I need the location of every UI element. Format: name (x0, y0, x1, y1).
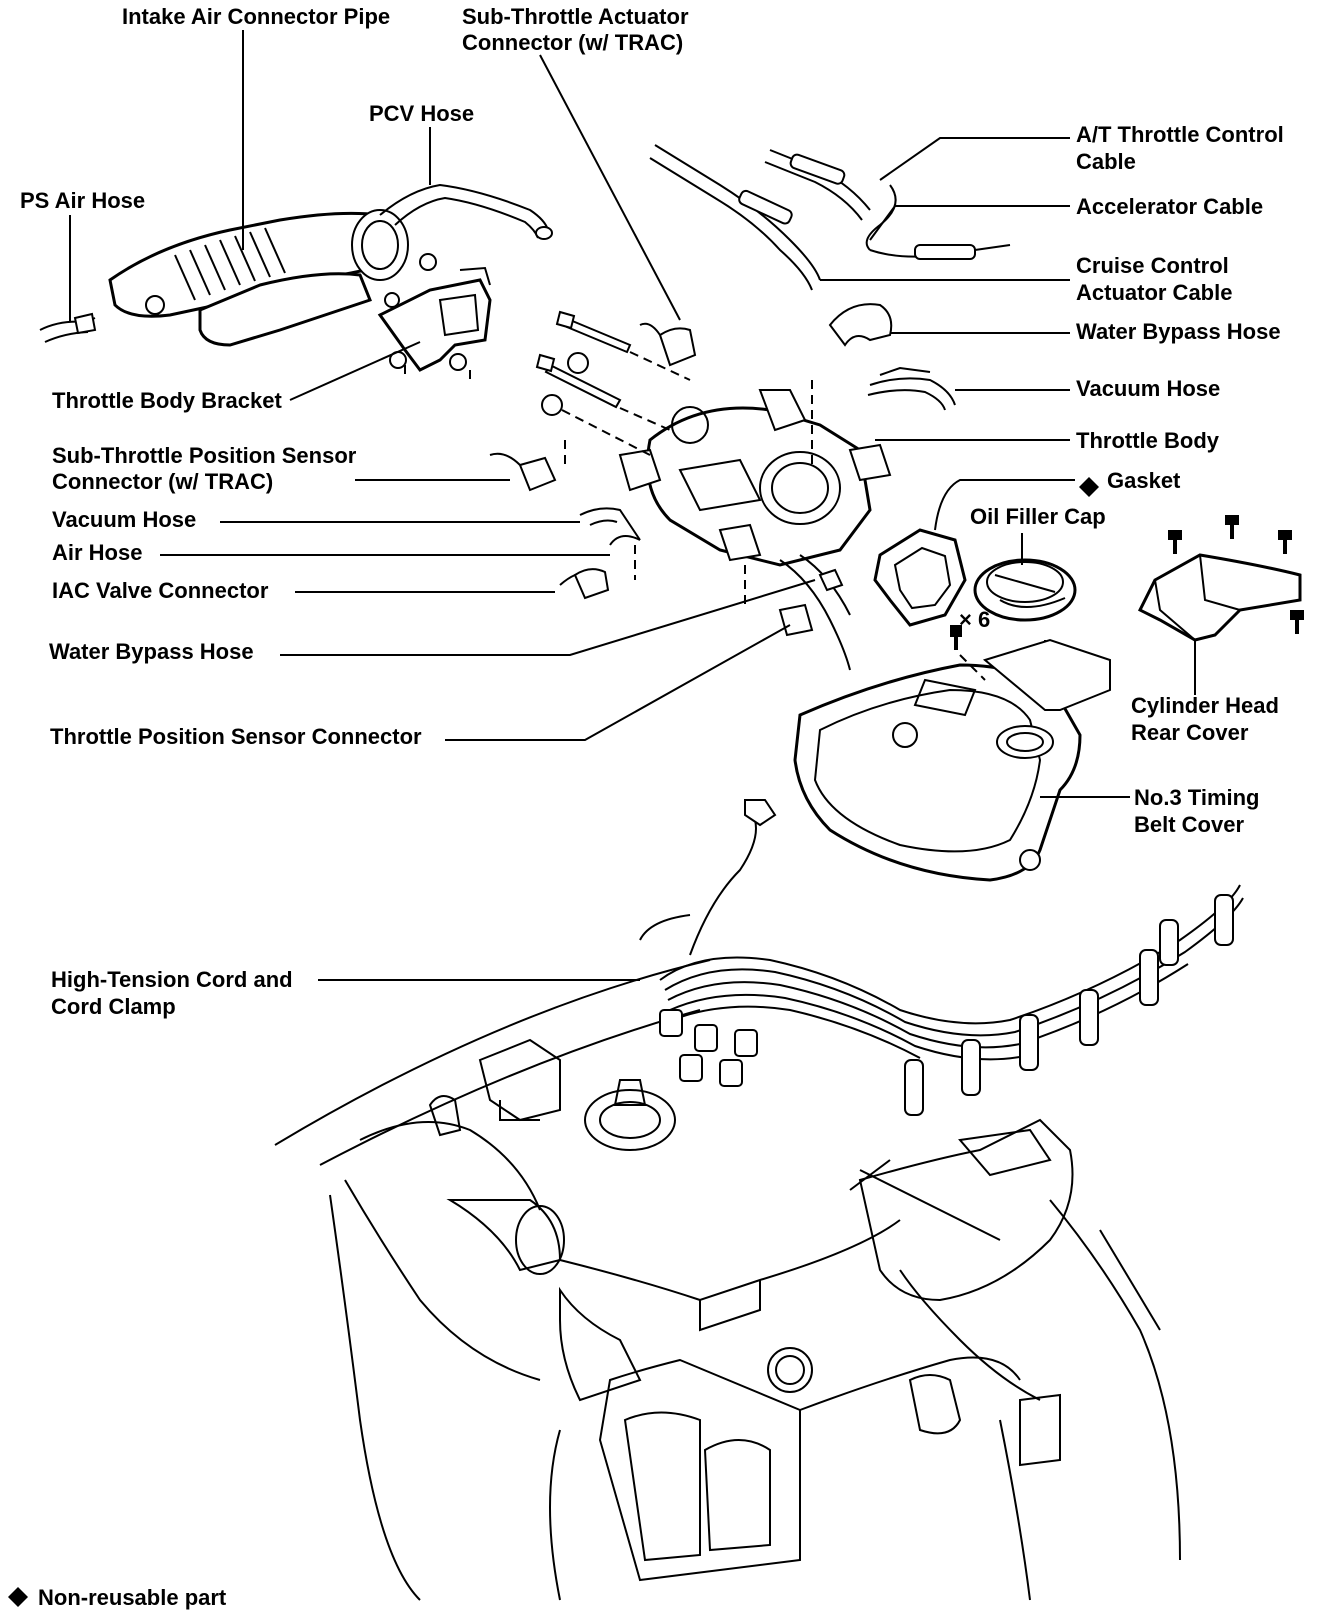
label-air-hose: Air Hose (52, 540, 142, 565)
legend-non-reusable-part: Non-reusable part (38, 1585, 227, 1610)
timing-belt-cover-drawing (793, 663, 1082, 882)
cord-clamp (659, 1009, 758, 1087)
non-reusable-diamond-icon (1079, 477, 1099, 497)
engine-bay-drawing (274, 959, 1181, 1601)
label-throttle-position-sensor-connector: Throttle Position Sensor Connector (50, 724, 422, 749)
label-no3-timing-belt-cover-line1: No.3 Timing (1134, 785, 1260, 810)
label-iac-valve-connector: IAC Valve Connector (52, 578, 269, 603)
label-sub-throttle-actuator-connector-line1: Sub-Throttle Actuator (462, 4, 689, 29)
oil-filler-cap-drawing (973, 558, 1077, 622)
label-cylinder-head-rear-cover-line1: Cylinder Head (1131, 693, 1279, 718)
throttle-body-drawing (618, 389, 892, 567)
label-accelerator-cable: Accelerator Cable (1076, 194, 1263, 219)
label-ps-air-hose: PS Air Hose (20, 188, 145, 213)
leader-lines (69, 30, 1196, 981)
label-at-throttle-control-cable-line1: A/T Throttle Control (1076, 122, 1284, 147)
labels: Intake Air Connector Pipe Sub-Throttle A… (8, 4, 1284, 1610)
label-bolt-count: × 6 (959, 607, 990, 632)
label-high-tension-cord-line2: Cord Clamp (51, 994, 176, 1019)
label-sub-throttle-actuator-connector-line2: Connector (w/ TRAC) (462, 30, 683, 55)
label-no3-timing-belt-cover-line2: Belt Cover (1134, 812, 1244, 837)
legend-diamond-icon (8, 1587, 28, 1607)
label-sub-throttle-position-sensor-connector-line1: Sub-Throttle Position Sensor (52, 443, 357, 468)
label-vacuum-hose-right: Vacuum Hose (1076, 376, 1220, 401)
label-gasket: Gasket (1107, 468, 1181, 493)
cylinder-head-rear-cover-drawing (1137, 515, 1304, 642)
label-sub-throttle-position-sensor-connector-line2: Connector (w/ TRAC) (52, 469, 273, 494)
label-throttle-body-bracket: Throttle Body Bracket (52, 388, 282, 413)
gasket-drawing (873, 528, 967, 627)
label-oil-filler-cap: Oil Filler Cap (970, 504, 1106, 529)
label-pcv-hose: PCV Hose (369, 101, 474, 126)
label-intake-air-connector-pipe: Intake Air Connector Pipe (122, 4, 390, 29)
connectors-drawing (489, 322, 851, 671)
vacuum-hose-right-drawing (867, 366, 956, 411)
label-cylinder-head-rear-cover-line2: Rear Cover (1131, 720, 1249, 745)
label-water-bypass-hose-left: Water Bypass Hose (49, 639, 254, 664)
label-high-tension-cord-line1: High-Tension Cord and (51, 967, 293, 992)
label-vacuum-hose-left: Vacuum Hose (52, 507, 196, 532)
label-at-throttle-control-cable-line2: Cable (1076, 149, 1136, 174)
label-cruise-control-actuator-cable-line1: Cruise Control (1076, 253, 1229, 278)
label-cruise-control-actuator-cable-line2: Actuator Cable (1076, 280, 1232, 305)
high-tension-cord-drawing (639, 799, 1244, 1116)
cables-drawing (649, 144, 1011, 347)
bolt-drawing (950, 625, 1111, 711)
pcv-hose-drawing (379, 183, 553, 240)
label-water-bypass-hose-right: Water Bypass Hose (1076, 319, 1281, 344)
intake-air-connector-pipe-drawing (39, 209, 409, 347)
throttle-body-bolts-drawing (535, 310, 691, 456)
label-throttle-body: Throttle Body (1076, 428, 1220, 453)
spark-plug-boot (904, 894, 1234, 1116)
